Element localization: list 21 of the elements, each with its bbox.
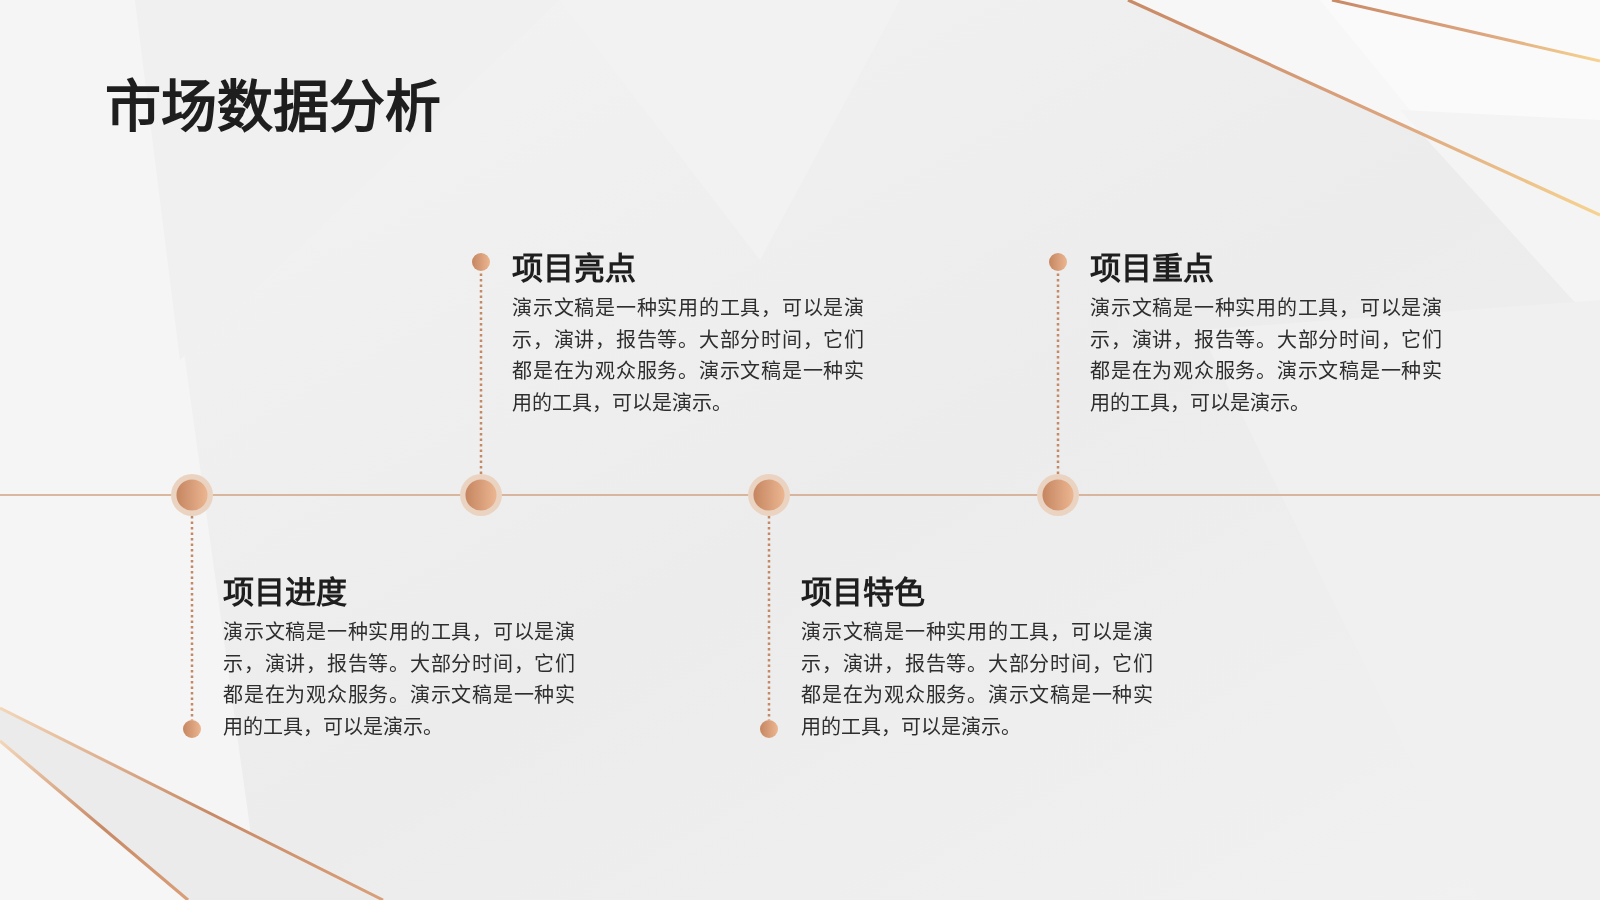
milestone-dot <box>1049 253 1067 271</box>
slide-title: 市场数据分析 <box>105 73 441 141</box>
milestone-circle <box>460 474 502 516</box>
description-text: 演示文稿是一种实用的工具，可以是演示，演讲，报告等。大部分时间，它们都是在为观众服务。演示文稿是一种实用的工具，可以是演示。 <box>1090 295 1442 417</box>
description-text: 演示文稿是一种实用的工具，可以是演示，演讲，报告等。大部分时间，它们都是在为观众服务。演示文稿是一种实用的工具，可以是演示。 <box>801 619 1153 741</box>
description-text: 演示文稿是一种实用的工具，可以是演示，演讲，报告等。大部分时间，它们都是在为观众服务。演示文稿是一种实用的工具，可以是演示。 <box>512 295 864 417</box>
milestone-dot <box>760 720 778 738</box>
section-heading: 项目亮点 <box>512 249 636 288</box>
milestone-circle <box>171 474 213 516</box>
description-text: 演示文稿是一种实用的工具，可以是演示，演讲，报告等。大部分时间，它们都是在为观众服务。演示文稿是一种实用的工具，可以是演示。 <box>223 619 575 741</box>
milestone-circle <box>1037 474 1079 516</box>
section-heading: 项目进度 <box>223 573 347 612</box>
dotted-connector <box>1056 271 1060 474</box>
dotted-connector <box>767 516 771 720</box>
milestone-dot <box>183 720 201 738</box>
section-heading: 项目重点 <box>1090 249 1214 288</box>
milestone-dot <box>472 253 490 271</box>
section-heading: 项目特色 <box>801 573 925 612</box>
dotted-connector <box>190 516 194 720</box>
dotted-connector <box>479 271 483 474</box>
milestone-circle <box>748 474 790 516</box>
